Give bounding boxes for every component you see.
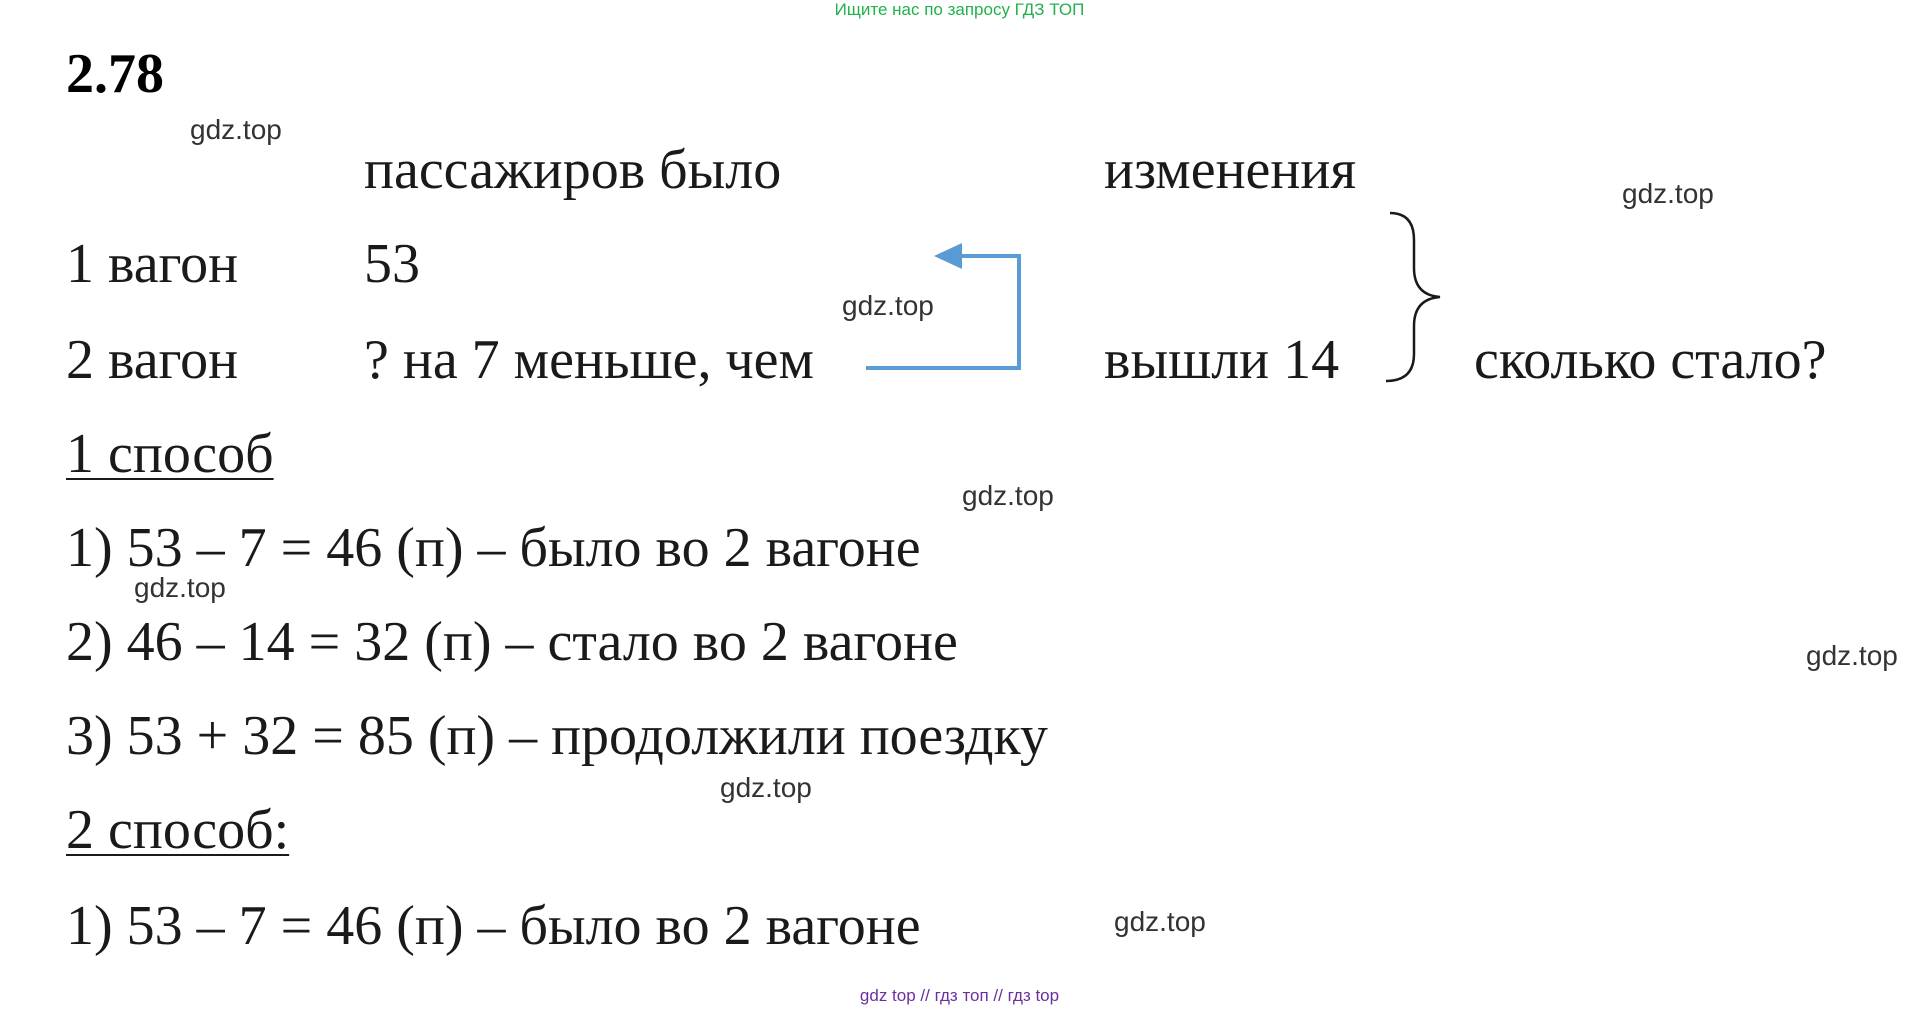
- row-2-label: 2 вагон: [66, 329, 239, 391]
- question-text: сколько стало?: [1474, 329, 1827, 391]
- row-1-label: 1 вагон: [66, 233, 239, 295]
- top-banner: Ищите нас по запросу ГДЗ ТОП: [834, 0, 1085, 19]
- watermark: gdz.top: [190, 114, 282, 145]
- curly-brace-icon: [1385, 211, 1441, 383]
- watermark: gdz.top: [1114, 906, 1206, 937]
- problem-number: 2.78: [66, 43, 164, 105]
- header-passengers: пассажиров было: [364, 139, 782, 201]
- method-1-step-3: 3) 53 + 32 = 85 (п) – продолжили поездку: [66, 705, 1048, 767]
- method-2-step-1: 1) 53 – 7 = 46 (п) – было во 2 вагоне: [66, 895, 921, 957]
- method-1-step-1: 1) 53 – 7 = 46 (п) – было во 2 вагоне: [66, 517, 921, 579]
- watermark: gdz.top: [1622, 178, 1714, 209]
- watermark: gdz.top: [962, 480, 1054, 511]
- watermark: gdz.top: [1806, 640, 1898, 671]
- method-2-title: 2 способ:: [66, 799, 290, 861]
- watermark: gdz.top: [720, 772, 812, 803]
- method-1-step-2: 2) 46 – 14 = 32 (п) – стало во 2 вагоне: [66, 611, 958, 673]
- bottom-footer: gdz top // гдз топ // гдз top: [859, 986, 1060, 1005]
- header-changes: изменения: [1104, 139, 1357, 201]
- row-2-value: ? на 7 меньше, чем: [364, 329, 814, 391]
- row-1-value: 53: [364, 233, 420, 295]
- method-1-title: 1 способ: [66, 423, 274, 485]
- watermark: gdz.top: [842, 290, 934, 321]
- watermark: gdz.top: [134, 572, 226, 603]
- row-2-change: вышли 14: [1104, 329, 1340, 391]
